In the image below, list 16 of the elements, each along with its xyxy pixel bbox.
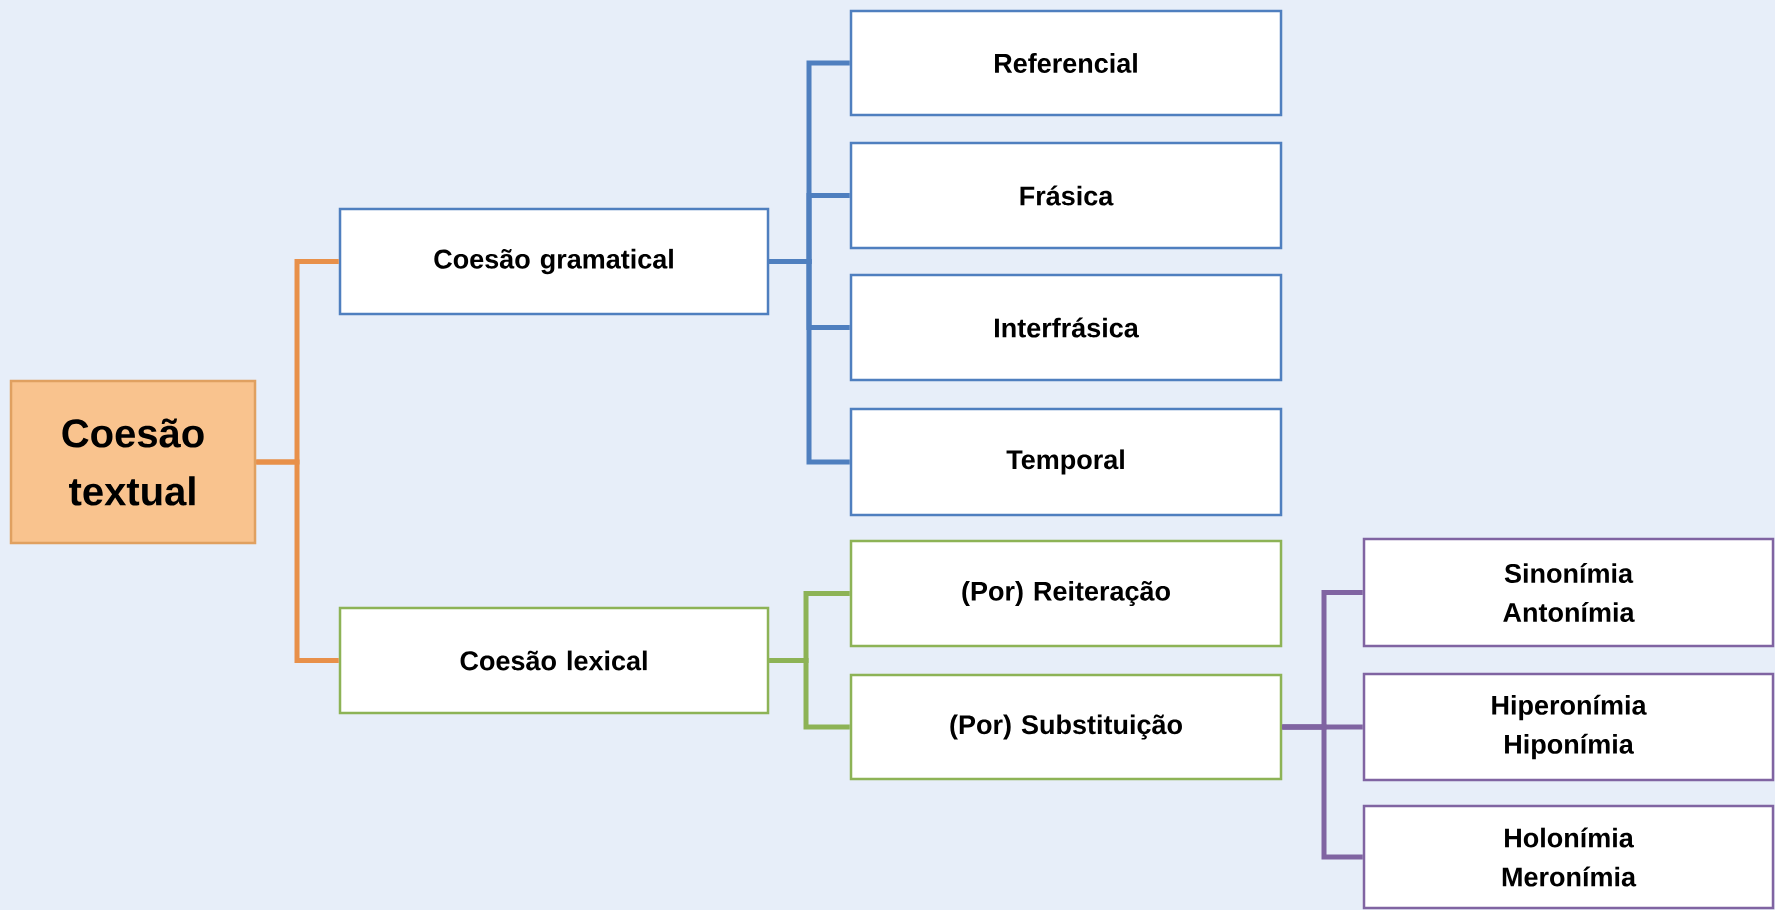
connector (1282, 724, 1363, 860)
topic-box: Holonímia Meronímia (1362, 804, 1775, 910)
topic-box: Interfrásica (849, 273, 1283, 382)
connector (769, 259, 850, 465)
topic-box: (Por) Substituição (849, 673, 1283, 781)
topic-box: Coesão lexical (338, 606, 770, 715)
connector (256, 459, 339, 663)
topic-box: Hiperonímia Hiponímia (1362, 672, 1775, 782)
topic-box: Temporal (849, 407, 1283, 517)
topic-box: Referencial (849, 9, 1283, 117)
connector (769, 658, 850, 730)
topic-box: Sinonímia Antonímia (1362, 537, 1775, 648)
topic-box: (Por) Reiteração (849, 539, 1283, 648)
topic-box: Frásica (849, 141, 1283, 250)
topic-box: Coesão gramatical (338, 207, 770, 316)
root-box: Coesão textual (9, 379, 257, 545)
